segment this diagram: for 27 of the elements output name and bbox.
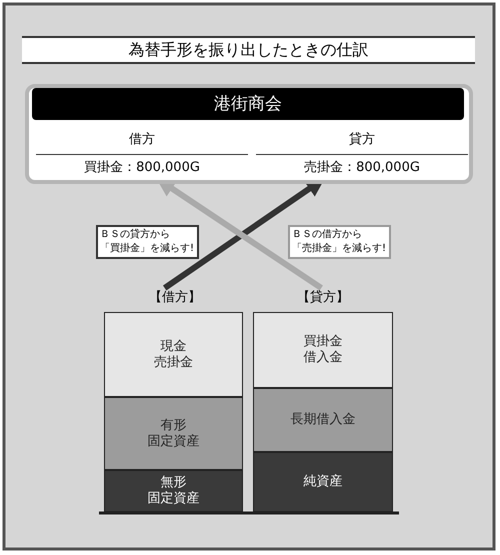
column-heading: 【貸方】	[280, 288, 366, 308]
entry-text: 買掛金：800,000G	[83, 159, 201, 177]
balance-sheet-block	[104, 470, 243, 512]
column-heading: 【借方】	[132, 288, 218, 308]
block-label: 売掛金	[154, 354, 193, 370]
block-label: 純資産	[304, 474, 342, 490]
balance-sheet-block	[104, 312, 243, 397]
block-label: 長期借入金	[290, 412, 356, 428]
note-text: ＢＳの借方から「売掛金」を減らす!	[292, 229, 386, 254]
company-header: 港街商会	[32, 88, 464, 120]
entry-text: 売掛金：800,000G	[303, 159, 421, 177]
column-heading: 借方	[36, 128, 248, 155]
balance-sheet-block	[253, 452, 393, 512]
column-heading: 貸方	[256, 128, 468, 155]
note-box	[288, 225, 391, 259]
balance-sheet-block	[104, 397, 243, 470]
block-label: 買掛金	[304, 334, 342, 350]
block-label: 無形固定資産	[148, 475, 200, 507]
balance-sheet-block	[253, 312, 393, 388]
journal-card	[25, 84, 473, 184]
block-label: 現金	[160, 338, 186, 354]
block-label: 借入金	[304, 350, 342, 366]
note-text: ＢＳの貸方から「買掛金」を減らす!	[100, 229, 194, 254]
title-banner: 為替手形を振り出したときの仕訳	[22, 36, 475, 64]
balance-sheet-block	[253, 388, 393, 452]
note-box	[96, 225, 199, 259]
block-label: 有形固定資産	[148, 418, 200, 450]
